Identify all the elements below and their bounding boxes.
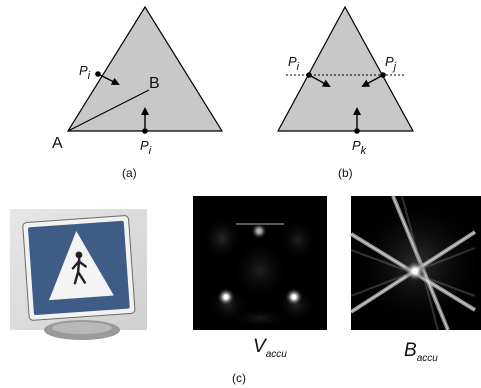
label-pk-b: Pk — [352, 138, 367, 157]
panel-a: A B Pi Pi (a) — [52, 5, 224, 180]
b-accu-map — [349, 195, 481, 331]
road-sign-photo — [10, 209, 147, 340]
caption-c: (c) — [232, 371, 246, 385]
label-pi-left: Pi — [79, 63, 91, 82]
normal-arrow-left — [97, 73, 120, 85]
vertex-b-label: B — [149, 75, 160, 92]
caption-a: (a) — [122, 166, 137, 180]
label-pi-bottom: Pi — [140, 138, 152, 157]
vertex-a-label: A — [52, 135, 63, 152]
label-pj-b: Pj — [385, 54, 397, 73]
triangle-b — [276, 5, 415, 132]
pedestrian-crossing-icon — [49, 231, 114, 301]
panel-b: Pi Pj Pk (b) — [276, 5, 415, 180]
normal-arrow-pj-b — [361, 74, 384, 87]
b-accu-label: Baccu — [404, 340, 438, 364]
normal-arrow-pi-b — [308, 74, 331, 87]
segment-a-b — [67, 89, 150, 132]
v-accu-map — [193, 196, 327, 330]
caption-b: (b) — [338, 166, 353, 180]
v-accu-label: Vaccu — [253, 336, 287, 360]
label-pi-b: Pi — [288, 54, 300, 73]
